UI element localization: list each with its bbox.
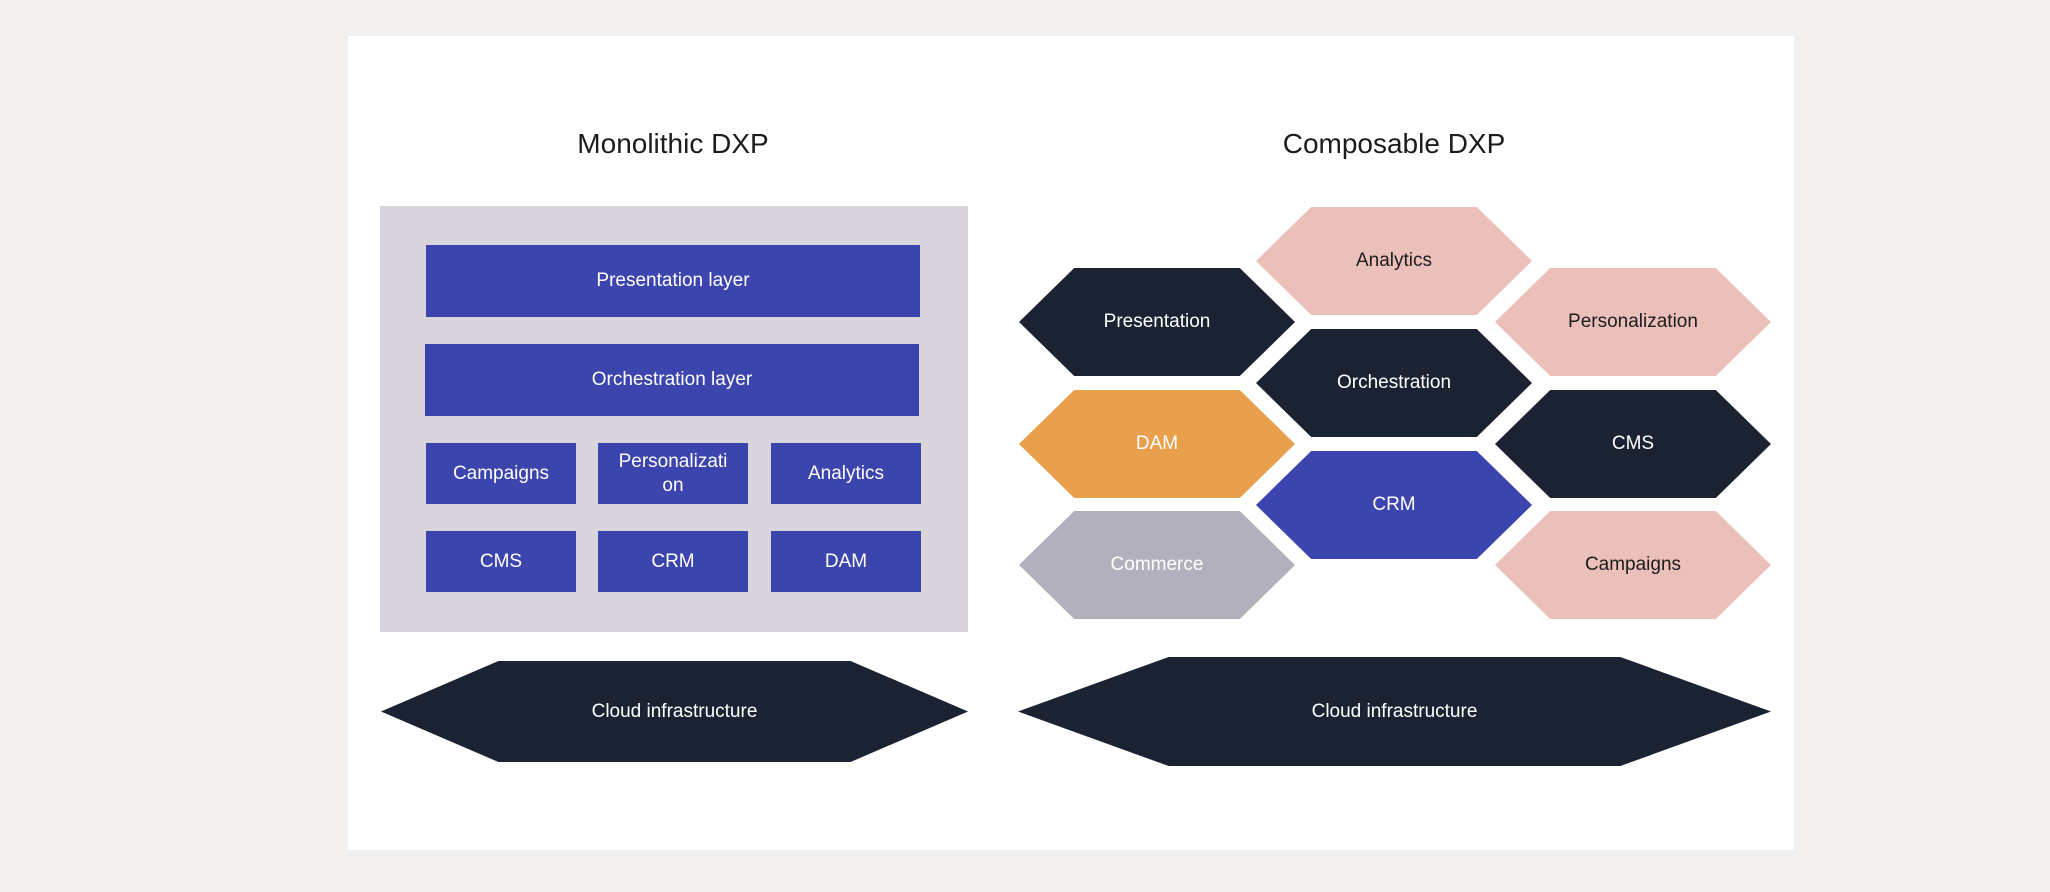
hex-label: Presentation (1103, 311, 1211, 332)
hex-label: Commerce (1110, 554, 1204, 575)
hex-crm: CRM (1256, 451, 1532, 559)
block-label-line-1: Personalizati (618, 450, 728, 472)
monolithic-analytics: Analytics (771, 443, 921, 504)
hex-orchestration: Orchestration (1256, 329, 1532, 437)
monolithic-personalization: Personalizati on (598, 443, 748, 504)
hex-presentation: Presentation (1019, 268, 1295, 376)
hex-label: Campaigns (1584, 554, 1682, 575)
block-label: CMS (479, 550, 523, 572)
hex-cms: CMS (1495, 390, 1771, 498)
block-label: DAM (824, 550, 868, 572)
block-label: Analytics (807, 462, 885, 484)
monolithic-title: Monolithic DXP (577, 128, 769, 159)
hex-label: Analytics (1355, 250, 1433, 271)
cloud-label: Cloud infrastructure (591, 700, 758, 722)
hex-label: DAM (1135, 433, 1179, 454)
block-label: Presentation layer (596, 270, 750, 291)
cloud-label: Cloud infrastructure (1311, 700, 1478, 722)
hex-label: CMS (1611, 433, 1655, 454)
block-label: Campaigns (452, 462, 550, 484)
block-label-line-2: on (662, 474, 684, 496)
block-label: Orchestration layer (591, 369, 753, 390)
composable-cloud-infrastructure: Cloud infrastructure (1018, 657, 1771, 766)
hex-campaigns: Campaigns (1495, 511, 1771, 619)
hex-label: Orchestration (1336, 372, 1452, 393)
hex-commerce: Commerce (1019, 511, 1295, 619)
hex-label: CRM (1372, 494, 1416, 515)
hex-dam: DAM (1019, 390, 1295, 498)
monolithic-orchestration-layer: Orchestration layer (425, 344, 919, 416)
monolithic-cloud-infrastructure: Cloud infrastructure (381, 661, 968, 762)
monolithic-cms: CMS (426, 531, 576, 592)
hex-analytics: Analytics (1256, 207, 1532, 315)
composable-title: Composable DXP (1282, 128, 1506, 159)
hex-personalization: Personalization (1495, 268, 1771, 376)
block-label: CRM (651, 550, 695, 572)
monolithic-campaigns: Campaigns (426, 443, 576, 504)
hex-label: Personalization (1568, 311, 1698, 332)
monolithic-crm: CRM (598, 531, 748, 592)
monolithic-dam: DAM (771, 531, 921, 592)
monolithic-presentation-layer: Presentation layer (426, 245, 920, 317)
